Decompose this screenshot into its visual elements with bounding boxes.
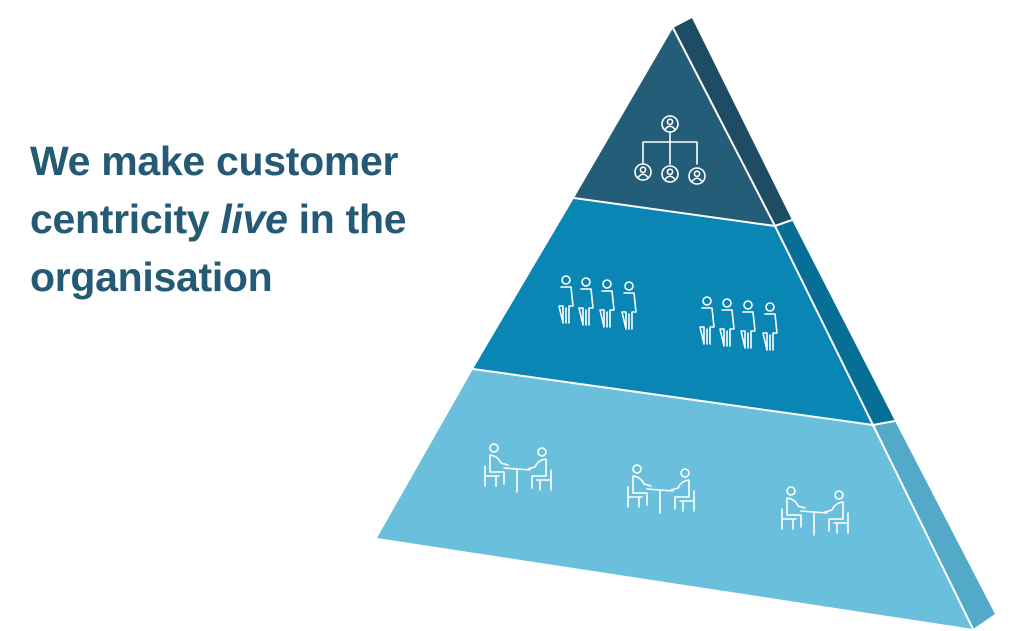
headline-line-3-text: organisation xyxy=(30,254,273,300)
meeting-table-icon xyxy=(484,443,552,493)
pyramid-bottom-tier-side xyxy=(873,421,995,629)
pyramid-top-tier-side xyxy=(673,18,792,226)
headline-emphasis: live xyxy=(220,196,288,242)
headline-line-3: organisation xyxy=(30,248,470,306)
meeting-table-icon xyxy=(781,486,849,536)
headline-line-1: We make customer xyxy=(30,132,470,190)
headline-line-1-text: We make customer xyxy=(30,138,399,184)
pyramid-top-tier xyxy=(574,28,775,226)
headline-line-2: centricity live in the xyxy=(30,190,470,248)
headline-line-2-before: centricity xyxy=(30,196,221,242)
org-chart-icon xyxy=(634,115,706,185)
headline: We make customer centricity live in the … xyxy=(30,132,470,306)
pyramid-middle-tier xyxy=(473,198,873,425)
headline-line-2-after: in the xyxy=(287,196,407,242)
tier-edges xyxy=(472,27,974,630)
meeting-table-icon xyxy=(627,464,695,514)
pyramid-middle-tier-side xyxy=(775,220,895,425)
